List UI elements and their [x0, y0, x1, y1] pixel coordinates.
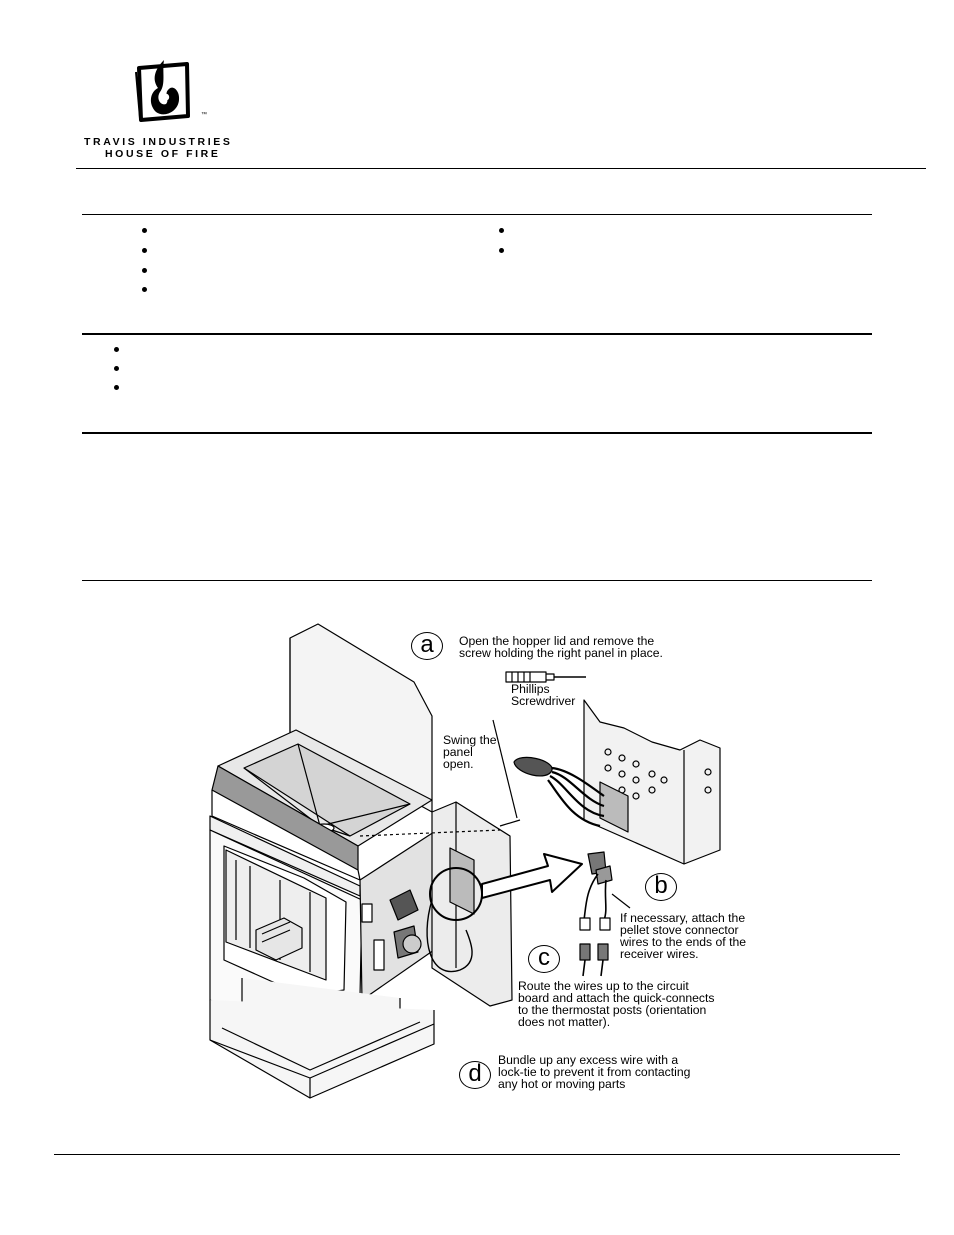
section-rule-2: [82, 333, 872, 335]
section-rule-3: [82, 432, 872, 434]
list-bullet: [142, 287, 147, 292]
step-a-marker: a: [411, 632, 443, 660]
list-bullet: [499, 228, 504, 233]
header-rule: [76, 168, 926, 169]
section-rule-4: [82, 580, 872, 581]
list-bullet: [142, 248, 147, 253]
step-d-marker: d: [459, 1061, 491, 1089]
list-bullet: [142, 268, 147, 273]
step-c-line-2: board and attach the quick-connects: [518, 991, 715, 1005]
step-c-line-3: to the thermostat posts (orientation: [518, 1003, 707, 1017]
tool-label-line-1: Phillips: [511, 682, 550, 696]
brand-name: TRAVIS INDUSTRIES: [84, 136, 233, 148]
panel-label-line-3: open.: [443, 757, 474, 771]
list-bullet: [142, 228, 147, 233]
flame-logo-icon: ™: [135, 60, 207, 122]
step-d-line-1: Bundle up any excess wire with a: [498, 1053, 679, 1067]
step-c-line-1: Route the wires up to the circuit: [518, 979, 689, 993]
panel-label-line-2: panel: [443, 745, 473, 759]
list-bullet: [114, 366, 119, 371]
tool-label-line-2: Screwdriver: [511, 694, 576, 708]
list-bullet: [499, 248, 504, 253]
panel-label-line-1: Swing the: [443, 733, 497, 747]
step-d-line-2: lock-tie to prevent it from contacting: [498, 1065, 691, 1079]
step-b-line-1: If necessary, attach the: [620, 911, 746, 925]
step-c-marker: c: [528, 945, 560, 973]
step-b-line-3: wires to the ends of the: [620, 935, 747, 949]
step-c-line-4: does not matter).: [518, 1015, 611, 1029]
travis-logo: ™ TRAVIS INDUSTRIES HOUSE OF FIRE: [84, 58, 249, 162]
step-b-line-2: pellet stove connector: [620, 923, 739, 937]
list-bullet: [114, 347, 119, 352]
step-b-marker: b: [645, 873, 677, 901]
brand-tagline: HOUSE OF FIRE: [105, 148, 221, 160]
footer-rule: [54, 1154, 900, 1155]
step-b-line-4: receiver wires.: [620, 947, 699, 961]
step-d-line-3: any hot or moving parts: [498, 1077, 626, 1091]
step-a-line-2: screw holding the right panel in place.: [459, 646, 663, 660]
section-rule-1: [82, 214, 872, 215]
svg-text:™: ™: [201, 111, 207, 118]
list-bullet: [114, 385, 119, 390]
step-a-line-1: Open the hopper lid and remove the: [459, 634, 655, 648]
